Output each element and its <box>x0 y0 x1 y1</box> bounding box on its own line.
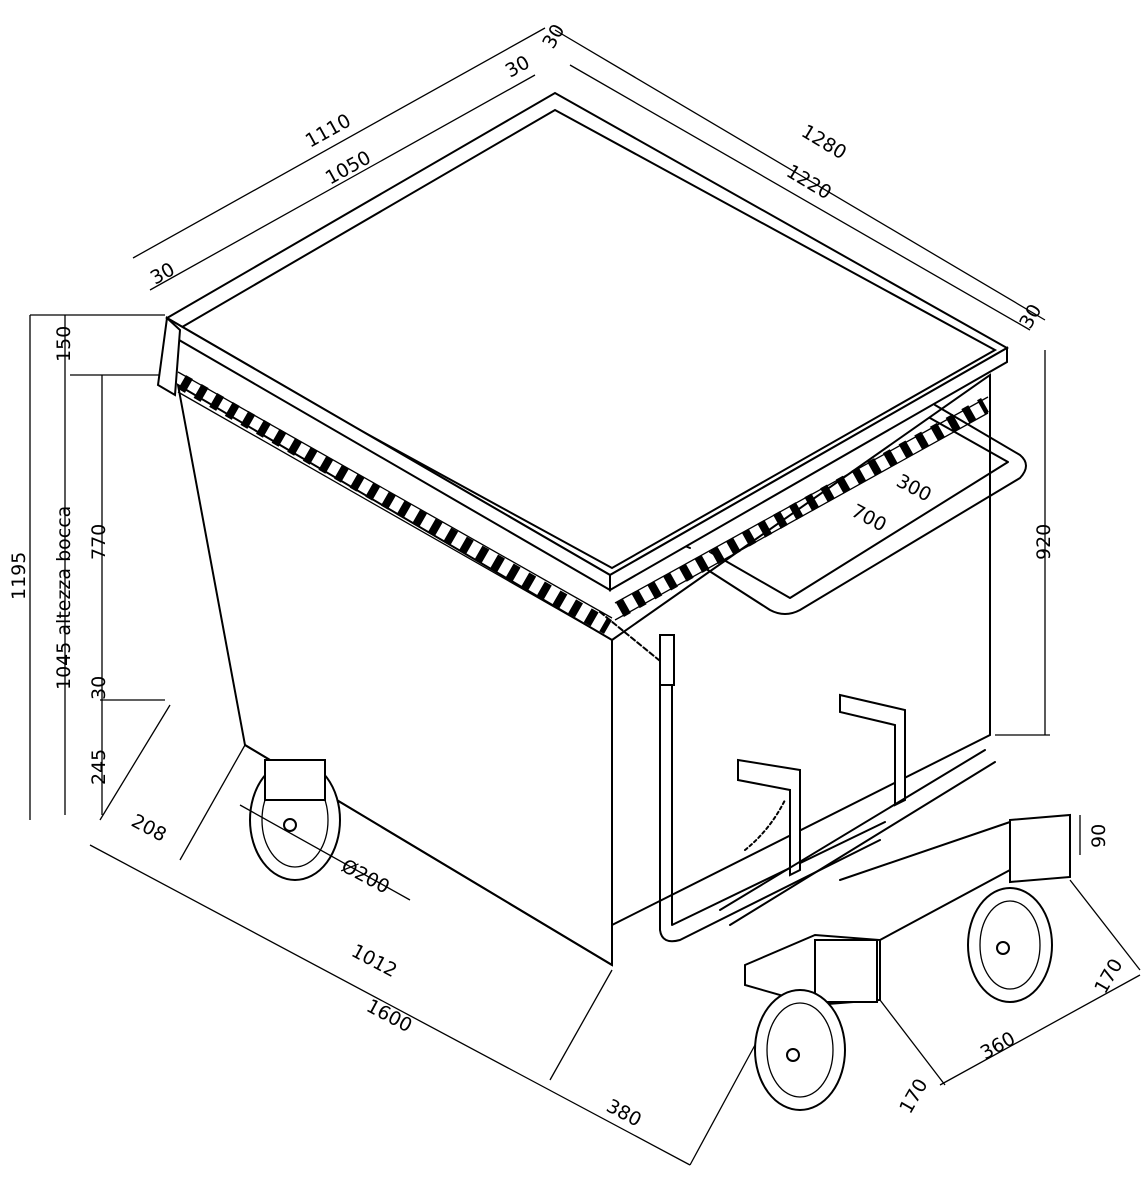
dim-90: 90 <box>1088 824 1110 848</box>
dim-1220: 1220 <box>782 160 835 204</box>
wheels <box>249 759 1053 1111</box>
dim-170-left: 170 <box>895 1075 932 1117</box>
dim-770: 770 <box>88 524 110 560</box>
dim-380: 380 <box>603 1095 645 1131</box>
dim-30-gap: 30 <box>88 676 110 700</box>
dim-1280: 1280 <box>797 120 850 164</box>
dim-1195: 1195 <box>8 552 30 600</box>
dim-1050: 1050 <box>322 147 375 190</box>
lifting-brackets <box>719 693 996 926</box>
dim-30-left: 30 <box>147 258 179 289</box>
dim-30-corner: 30 <box>538 21 569 53</box>
dim-1045: 1045 altezza bocca <box>53 506 75 690</box>
dim-170-right: 170 <box>1090 955 1127 997</box>
dim-920: 920 <box>1033 524 1055 560</box>
dim-d200: Ø200 <box>338 855 394 898</box>
dim-208: 208 <box>128 810 170 846</box>
chain-and-pipe <box>599 611 886 943</box>
dim-245: 245 <box>88 749 110 785</box>
dimension-lines <box>29 27 1141 1166</box>
dim-1110: 1110 <box>302 110 355 153</box>
hazard-stripes <box>177 371 989 641</box>
dim-1600: 1600 <box>363 995 416 1037</box>
top-rim <box>156 91 1010 592</box>
handle-bar <box>699 404 1027 615</box>
dim-150: 150 <box>53 326 75 362</box>
base-frame <box>744 813 1071 1007</box>
dim-360: 360 <box>977 1028 1019 1065</box>
dim-1012: 1012 <box>348 940 401 982</box>
